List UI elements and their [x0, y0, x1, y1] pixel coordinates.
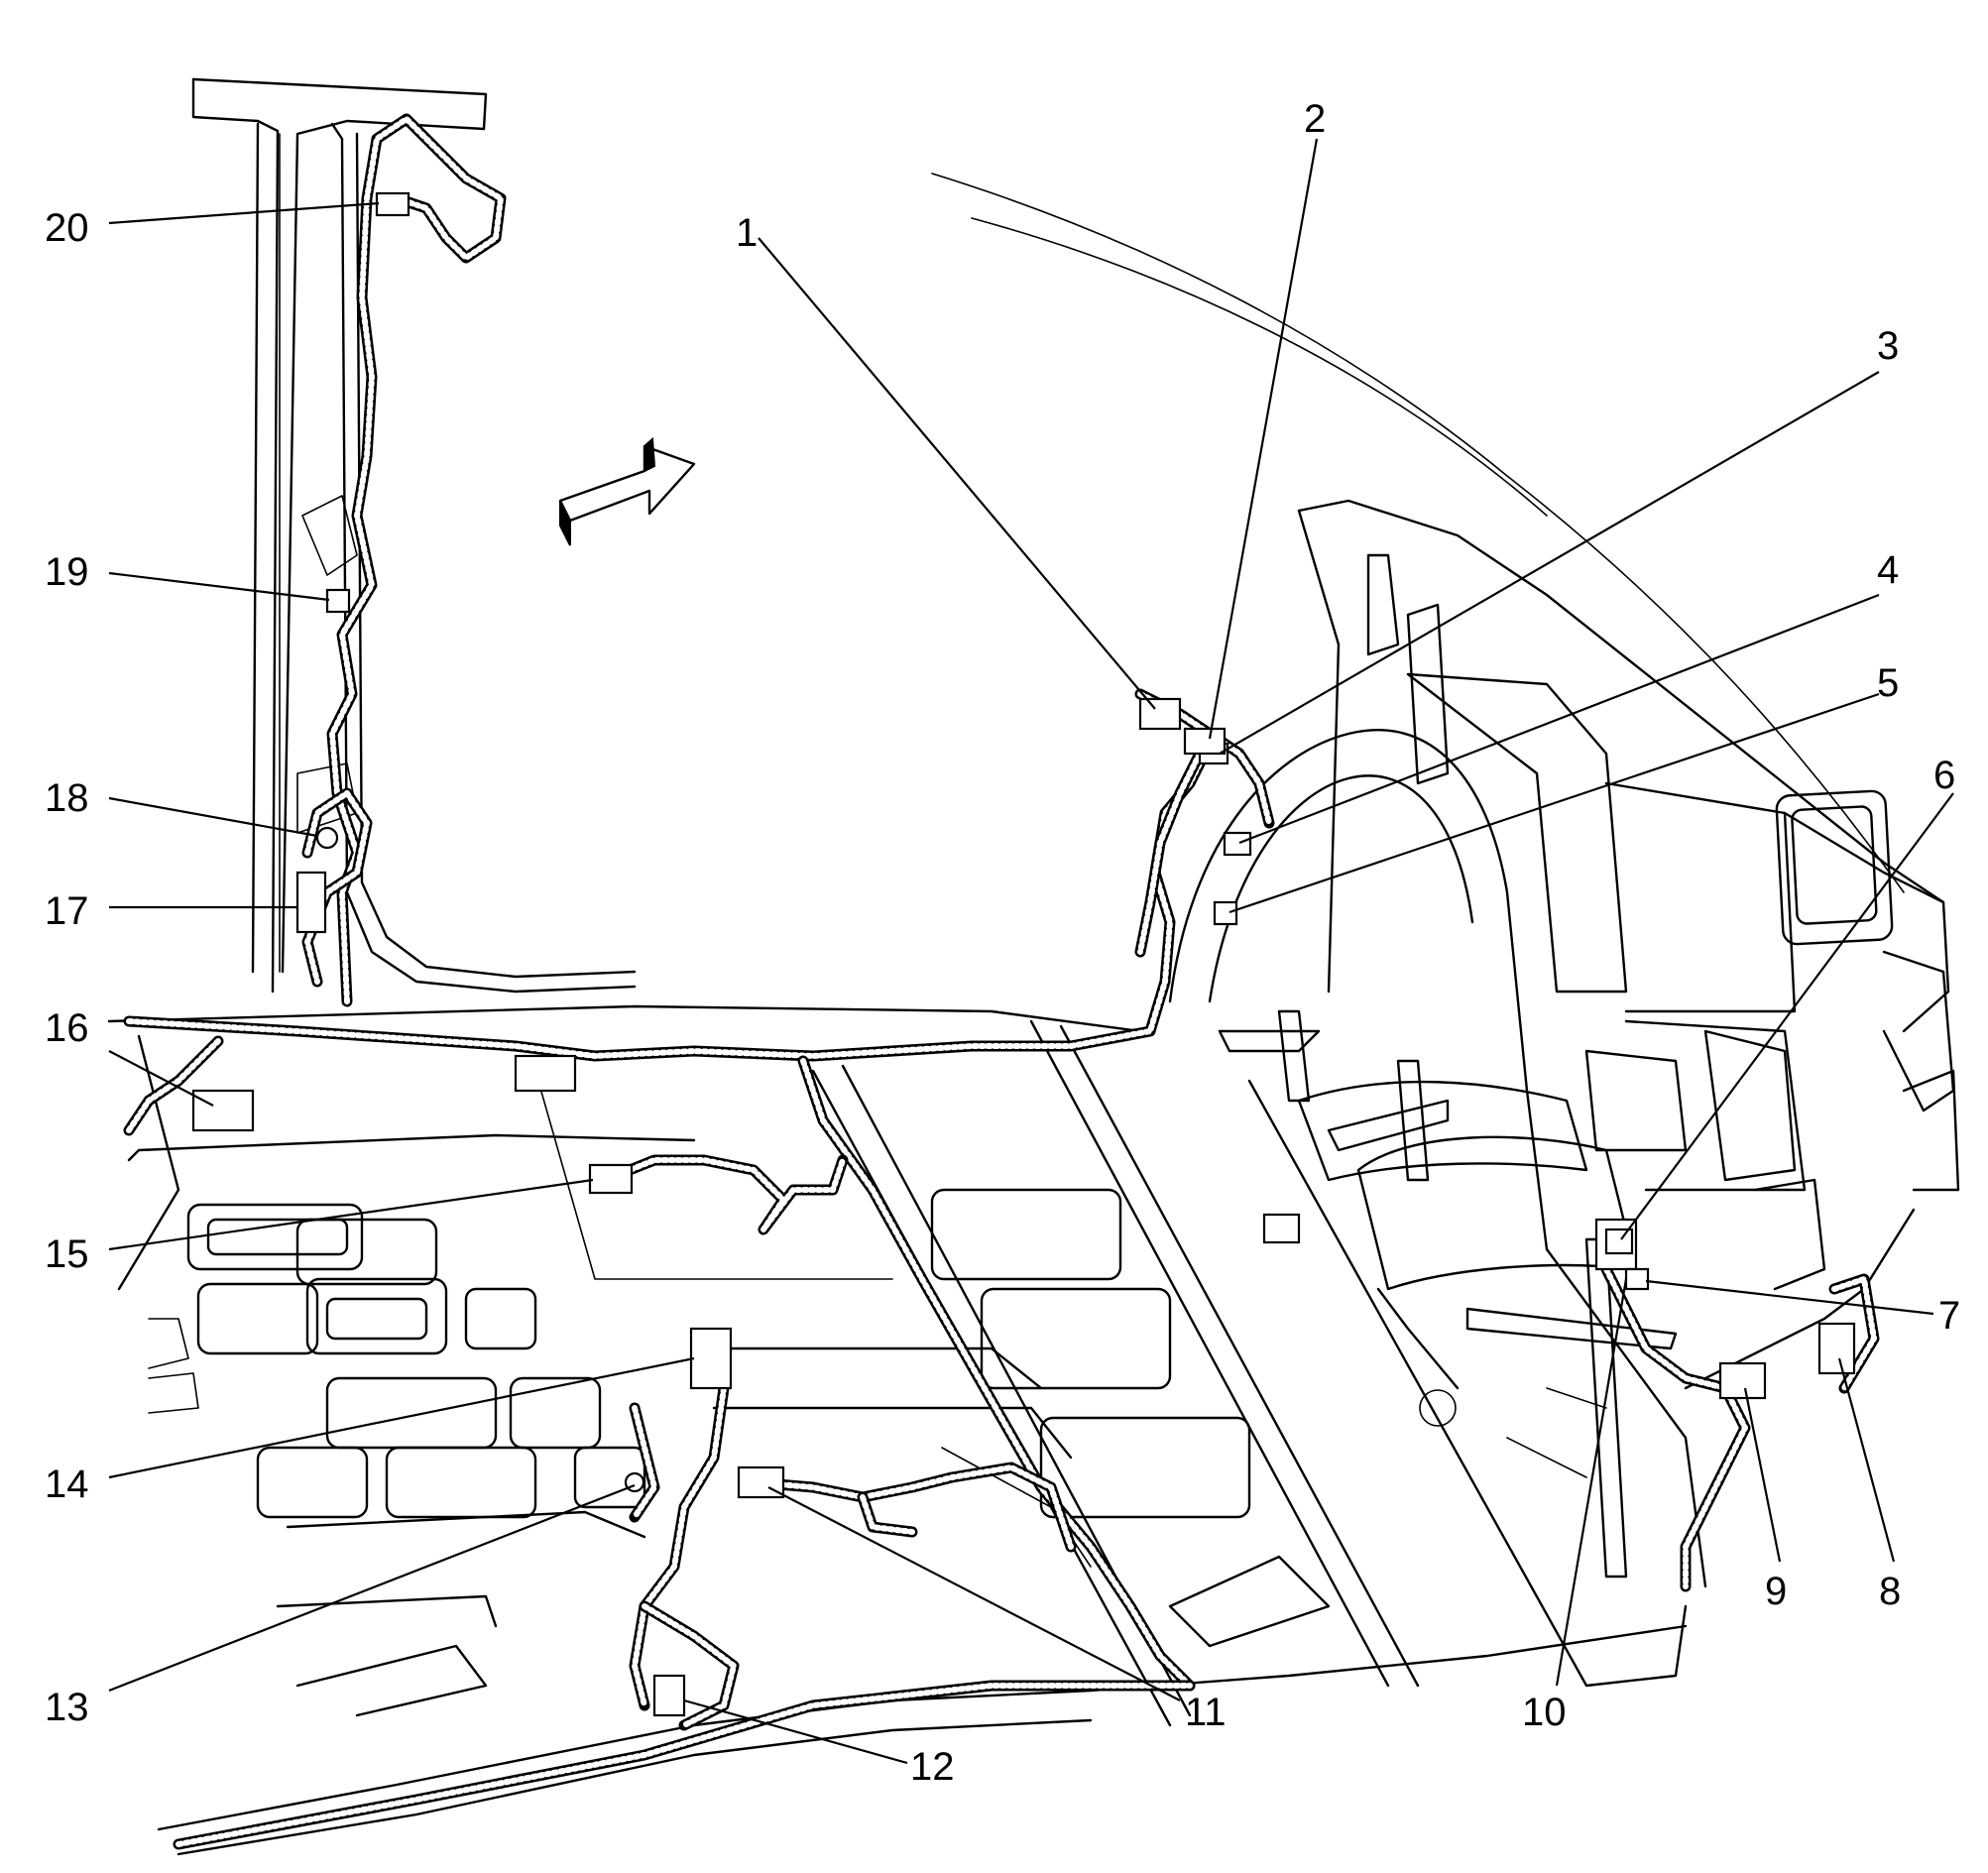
- connector-8: [1817, 1322, 1856, 1375]
- connector-7: [1624, 1267, 1650, 1291]
- connectors: [191, 191, 1856, 1717]
- callout-14: 14: [45, 1463, 89, 1506]
- callout-7: 7: [1938, 1294, 1960, 1338]
- connector-17: [295, 871, 327, 934]
- connector-6: [1604, 1228, 1634, 1255]
- callout-2: 2: [1304, 97, 1326, 141]
- callout-5: 5: [1877, 661, 1899, 705]
- callout-6: 6: [1933, 754, 1955, 797]
- callout-19: 19: [45, 550, 89, 594]
- connector-1: [1138, 697, 1182, 731]
- connector-12: [652, 1674, 686, 1717]
- wiring-harnesses: [123, 113, 1880, 1850]
- connector-2: [1183, 727, 1227, 756]
- callout-13: 13: [45, 1686, 89, 1729]
- callout-16: 16: [45, 1006, 89, 1050]
- connector-14: [689, 1327, 733, 1390]
- callout-20: 20: [45, 206, 89, 250]
- callout-labels: 1 2 3 4 5 6 7 8 9 10 11 12 13 14 15 16 1…: [45, 97, 1960, 1789]
- connector-18: [315, 826, 339, 850]
- connector-5: [1213, 900, 1238, 926]
- callout-11: 11: [1185, 1691, 1227, 1734]
- callout-12: 12: [910, 1745, 955, 1789]
- callout-3: 3: [1877, 324, 1899, 368]
- callout-4: 4: [1877, 548, 1899, 592]
- connector-15: [588, 1163, 634, 1195]
- connector-rear-seat: [1262, 1213, 1301, 1244]
- callout-15: 15: [45, 1232, 89, 1276]
- floor-pan: [107, 1004, 1688, 1856]
- leader-lines: [108, 138, 1954, 1765]
- callout-18: 18: [45, 776, 89, 820]
- connector-4: [1223, 831, 1252, 857]
- callout-8: 8: [1879, 1570, 1901, 1613]
- callout-10: 10: [1522, 1691, 1567, 1734]
- connector-20: [375, 191, 410, 217]
- connector-9: [1718, 1361, 1767, 1400]
- b-pillar: [191, 77, 637, 994]
- connector-center: [514, 1054, 577, 1093]
- connector-19: [325, 588, 351, 614]
- rear-quarter-structure: [931, 173, 1960, 1688]
- connector-16: [191, 1089, 255, 1132]
- callout-9: 9: [1765, 1570, 1787, 1613]
- forward-arrow-icon: [558, 436, 696, 546]
- callout-1: 1: [736, 211, 758, 255]
- callout-17: 17: [45, 889, 89, 933]
